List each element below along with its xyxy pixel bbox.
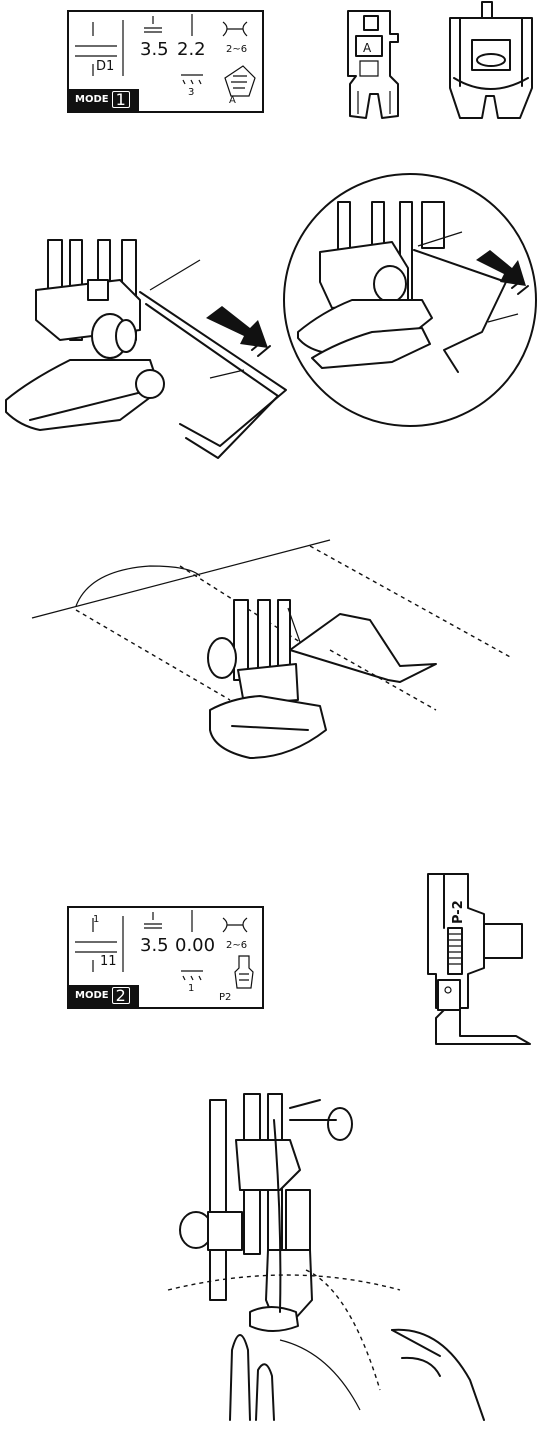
thread-tension-icon [221,916,249,934]
feed-dog-value: 1 [188,983,194,994]
stitch-length-value: 0.00 [175,935,215,956]
presser-foot-a: A [338,6,410,124]
presser-foot-icon [219,62,259,102]
mode-label: MODE [75,94,109,105]
stitch-length-value: 2.2 [177,39,206,60]
mode-label: MODE [75,990,109,1001]
mode-number: 1 [112,91,130,108]
presser-foot-icon [231,954,257,994]
stitch-width-icon [143,16,163,38]
thread-tension-value: 2~6 [226,44,247,55]
feed-dog-icon [179,72,205,86]
feed-dog-icon [179,968,205,982]
pattern-number: D1 [96,59,114,74]
stitch-width-icon [143,912,163,934]
presser-foot-letter: P2 [219,992,231,1003]
stitch-length-icon [187,14,197,38]
thread-tension-value: 2~6 [226,940,247,951]
presser-foot-p2: P-2 [420,868,538,1048]
presser-foot-b [446,0,536,124]
stitch-width-value: 3.5 [140,935,169,956]
mode-number: 2 [112,987,130,1004]
thread-tension-icon [221,20,249,38]
free-motion-illustration [140,1080,540,1430]
stitch-width-value: 3.5 [140,39,169,60]
presser-foot-letter: A [229,95,236,106]
feed-dog-value: 3 [188,87,194,98]
foot-a-letter: A [363,41,372,55]
inset-detail-circle [282,172,538,428]
pattern-number: 11 [100,954,117,969]
foot-p2-label: P-2 [451,900,466,924]
pattern-group: 1 [93,914,99,925]
stitch-length-icon [187,910,197,934]
quilting-guide-spacing-illustration [0,530,542,790]
